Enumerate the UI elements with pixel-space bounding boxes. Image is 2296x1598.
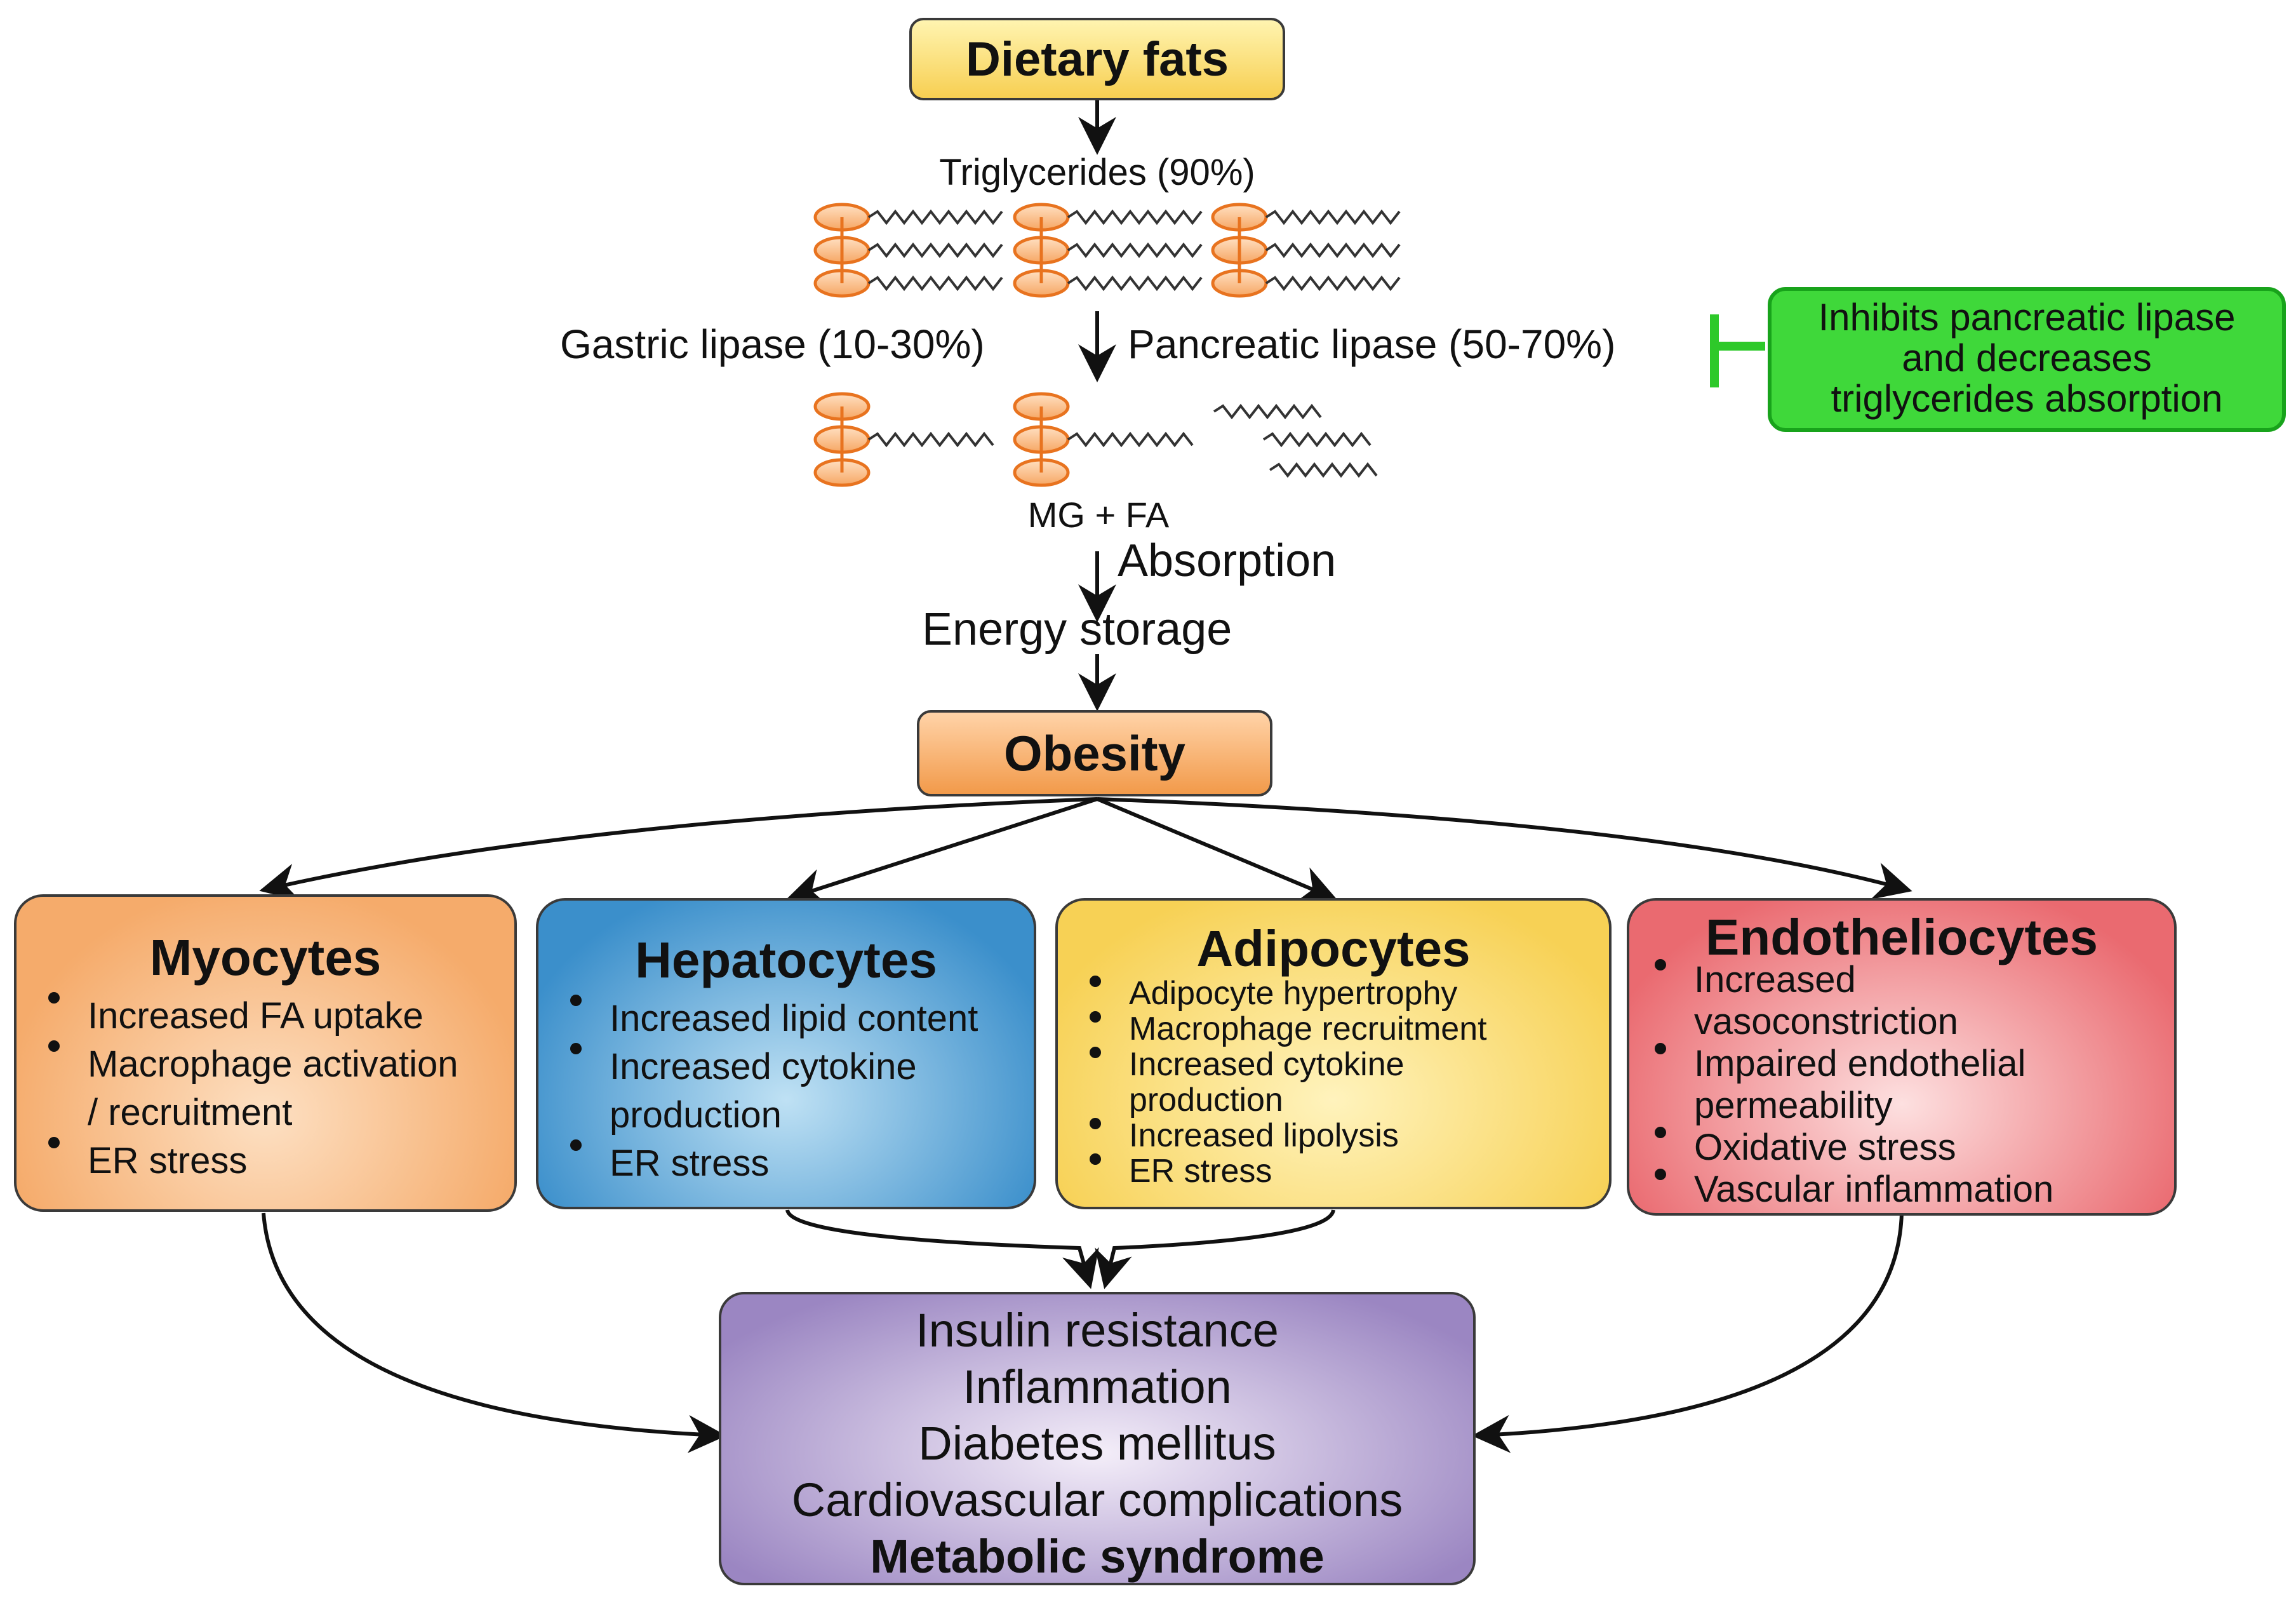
triglyceride-molecules bbox=[813, 203, 1401, 298]
fatty-acid-chain bbox=[1265, 209, 1401, 225]
dietary-fats-box: Dietary fats bbox=[909, 18, 1285, 100]
hepatocytes-box: Hepatocytes Increased lipid content Incr… bbox=[536, 898, 1036, 1209]
inhibitor-box: Inhibits pancreatic lipase and decreases… bbox=[1768, 287, 2286, 432]
myocytes-item: ER stress bbox=[29, 1137, 458, 1185]
energy-storage-label: Energy storage bbox=[922, 604, 1232, 655]
fatty-acid-chain bbox=[867, 242, 1003, 258]
hepatocytes-title: Hepatocytes bbox=[635, 932, 937, 988]
adipocytes-item: Adipocyte hypertrophy bbox=[1071, 976, 1487, 1011]
adipocytes-title: Adipocytes bbox=[1196, 920, 1471, 977]
arrow-obesity-adipocytes bbox=[1096, 797, 1338, 903]
myocytes-item: Macrophage activation bbox=[29, 1040, 458, 1089]
fatty-acid-chain bbox=[1265, 275, 1401, 292]
endotheliocytes-item: Vascular inflammation bbox=[1636, 1169, 2053, 1211]
free-fatty-acid bbox=[1213, 403, 1322, 420]
endotheliocytes-title: Endotheliocytes bbox=[1705, 909, 2098, 965]
hepatocytes-item: Increased lipid content bbox=[551, 995, 978, 1043]
fatty-acid-chain bbox=[867, 209, 1003, 225]
obesity-box: Obesity bbox=[917, 710, 1272, 796]
endotheliocytes-item-cont: vasoconstriction bbox=[1694, 1001, 1958, 1042]
endotheliocytes-item: Impaired endothelial bbox=[1636, 1043, 2053, 1085]
hepatocytes-item-cont: production bbox=[610, 1094, 782, 1136]
outcome-line: Diabetes mellitus bbox=[918, 1417, 1276, 1470]
fatty-acid-chain bbox=[1067, 209, 1203, 225]
endotheliocytes-box: Endotheliocytes Increased vasoconstricti… bbox=[1627, 898, 2177, 1216]
mg-fa-label: MG + FA bbox=[1027, 495, 1170, 535]
adipocytes-item-cont: production bbox=[1129, 1082, 1283, 1118]
arrow-obesity-myocytes bbox=[259, 797, 1098, 901]
myocytes-box: Myocytes Increased FA uptake Macrophage … bbox=[14, 894, 517, 1212]
adipocytes-item: Increased cytokine bbox=[1071, 1047, 1487, 1082]
fatty-acid-chain bbox=[867, 275, 1003, 292]
free-fatty-acid bbox=[1262, 431, 1372, 448]
fatty-acid-chain bbox=[867, 431, 994, 448]
fatty-acid-chain bbox=[1067, 431, 1194, 448]
inhibitor-line-1: Inhibits pancreatic lipase bbox=[1818, 296, 2236, 339]
free-fatty-acid bbox=[1269, 462, 1378, 478]
hepatocytes-item: ER stress bbox=[551, 1139, 978, 1188]
myocytes-item: Increased FA uptake bbox=[29, 992, 458, 1040]
hepatocytes-item: Increased cytokine bbox=[551, 1043, 978, 1091]
endotheliocytes-item-cont: permeability bbox=[1694, 1085, 1893, 1126]
triglycerides-label: Triglycerides (90%) bbox=[939, 152, 1255, 193]
myocytes-title: Myocytes bbox=[149, 929, 382, 986]
metabolic-syndrome-label: Metabolic syndrome bbox=[870, 1530, 1325, 1583]
adipocytes-item: Increased lipolysis bbox=[1071, 1118, 1487, 1153]
absorption-label: Absorption bbox=[1118, 535, 1337, 586]
arrow-obesity-hepatocytes bbox=[786, 797, 1098, 906]
outcome-line: Insulin resistance bbox=[916, 1304, 1279, 1357]
arrow-adipocytes-outcome bbox=[1095, 1209, 1335, 1289]
outcome-box: Insulin resistance Inflammation Diabetes… bbox=[719, 1292, 1476, 1585]
fatty-acid-chain bbox=[1067, 242, 1203, 258]
inhibitor-line-3: triglycerides absorption bbox=[1831, 377, 2223, 420]
fatty-acid-chain bbox=[1265, 242, 1401, 258]
myocytes-item-cont: / recruitment bbox=[88, 1092, 293, 1133]
outcome-line: Cardiovascular complications bbox=[791, 1474, 1403, 1526]
obesity-label: Obesity bbox=[1003, 725, 1186, 781]
arrow-endotheliocytes-outcome bbox=[1472, 1212, 1904, 1453]
inhibitor-line-2: and decreases bbox=[1902, 337, 2152, 379]
arrow-myocytes-outcome bbox=[262, 1212, 726, 1453]
outcome-line: Inflammation bbox=[963, 1360, 1232, 1413]
adipocytes-box: Adipocytes Adipocyte hypertrophy Macroph… bbox=[1055, 898, 1612, 1209]
arrow-obesity-endotheliocytes bbox=[1097, 797, 1912, 900]
arrow-hepatocytes-outcome bbox=[785, 1209, 1099, 1289]
dietary-fats-label: Dietary fats bbox=[966, 32, 1229, 86]
pancreatic-lipase-label: Pancreatic lipase (50-70%) bbox=[1128, 321, 1616, 367]
adipocytes-item: Macrophage recruitment bbox=[1071, 1011, 1487, 1047]
fatty-acid-chain bbox=[1067, 275, 1203, 292]
endotheliocytes-item: Increased bbox=[1636, 959, 2053, 1001]
adipocytes-item: ER stress bbox=[1071, 1153, 1487, 1189]
mg-fa-molecules bbox=[813, 392, 1378, 487]
gastric-lipase-label: Gastric lipase (10-30%) bbox=[560, 321, 985, 367]
endotheliocytes-item: Oxidative stress bbox=[1636, 1127, 2053, 1169]
